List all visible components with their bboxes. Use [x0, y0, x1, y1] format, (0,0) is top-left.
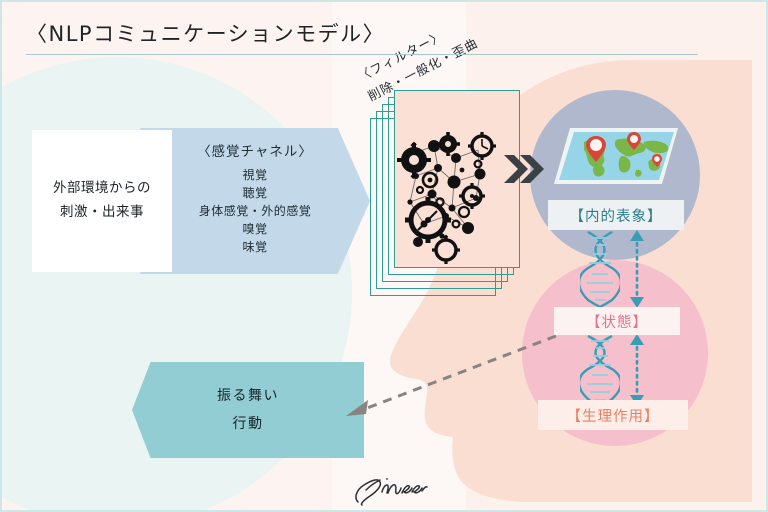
sensory-item-kinesthetic: 身体感覚・外的感覚	[198, 204, 312, 218]
dotted-double-arrow-icon-lower	[630, 334, 644, 406]
filter-panel-stack	[370, 84, 530, 304]
dna-helix-icon-upper	[580, 230, 620, 308]
label-state: 【状態】	[554, 307, 680, 335]
behaviour-line-1: 振る舞い	[217, 388, 279, 404]
sensory-item-auditory: 聴覚	[242, 186, 268, 200]
map-pin-group	[586, 132, 662, 167]
stimulus-line-2: 刺激・出来事	[60, 204, 144, 220]
dotted-double-arrow-icon-upper	[630, 230, 644, 308]
world-map-icon	[554, 128, 678, 184]
label-internal-representation-text: 【内的表象】	[569, 208, 663, 225]
dashed-arrow-left-icon	[346, 334, 557, 416]
sensory-item-olfactory: 嗅覚	[242, 222, 268, 236]
stimulus-box: 外部環境からの 刺激・出来事	[32, 130, 172, 272]
brand-signature-logo	[355, 478, 428, 506]
label-physiology: 【生理作用】	[538, 400, 688, 430]
sensory-channel-heading: 〈感覚チャネル〉	[197, 144, 313, 160]
behaviour-box: 振る舞い 行動	[132, 362, 364, 458]
gears-network-graphic	[397, 132, 496, 264]
dna-helix-icon-lower	[580, 334, 620, 406]
sensory-channel-chevron: 〈感覚チャネル〉 視覚 聴覚 身体感覚・外的感覚 嗅覚 味覚	[140, 128, 370, 274]
title-underline	[26, 54, 698, 55]
page-title-block: 〈NLPコミュニケーションモデル〉	[26, 18, 726, 55]
page-title: 〈NLPコミュニケーションモデル〉	[26, 22, 386, 46]
sensory-item-visual: 視覚	[242, 168, 268, 182]
label-internal-representation: 【内的表象】	[548, 200, 684, 230]
sensory-item-gustatory: 味覚	[242, 240, 268, 254]
label-state-text: 【状態】	[586, 314, 648, 331]
stimulus-line-1: 外部環境からの	[53, 180, 151, 197]
double-chevron-right-icon	[504, 155, 544, 183]
behaviour-line-2: 行動	[232, 416, 264, 432]
label-physiology-text: 【生理作用】	[566, 408, 660, 425]
